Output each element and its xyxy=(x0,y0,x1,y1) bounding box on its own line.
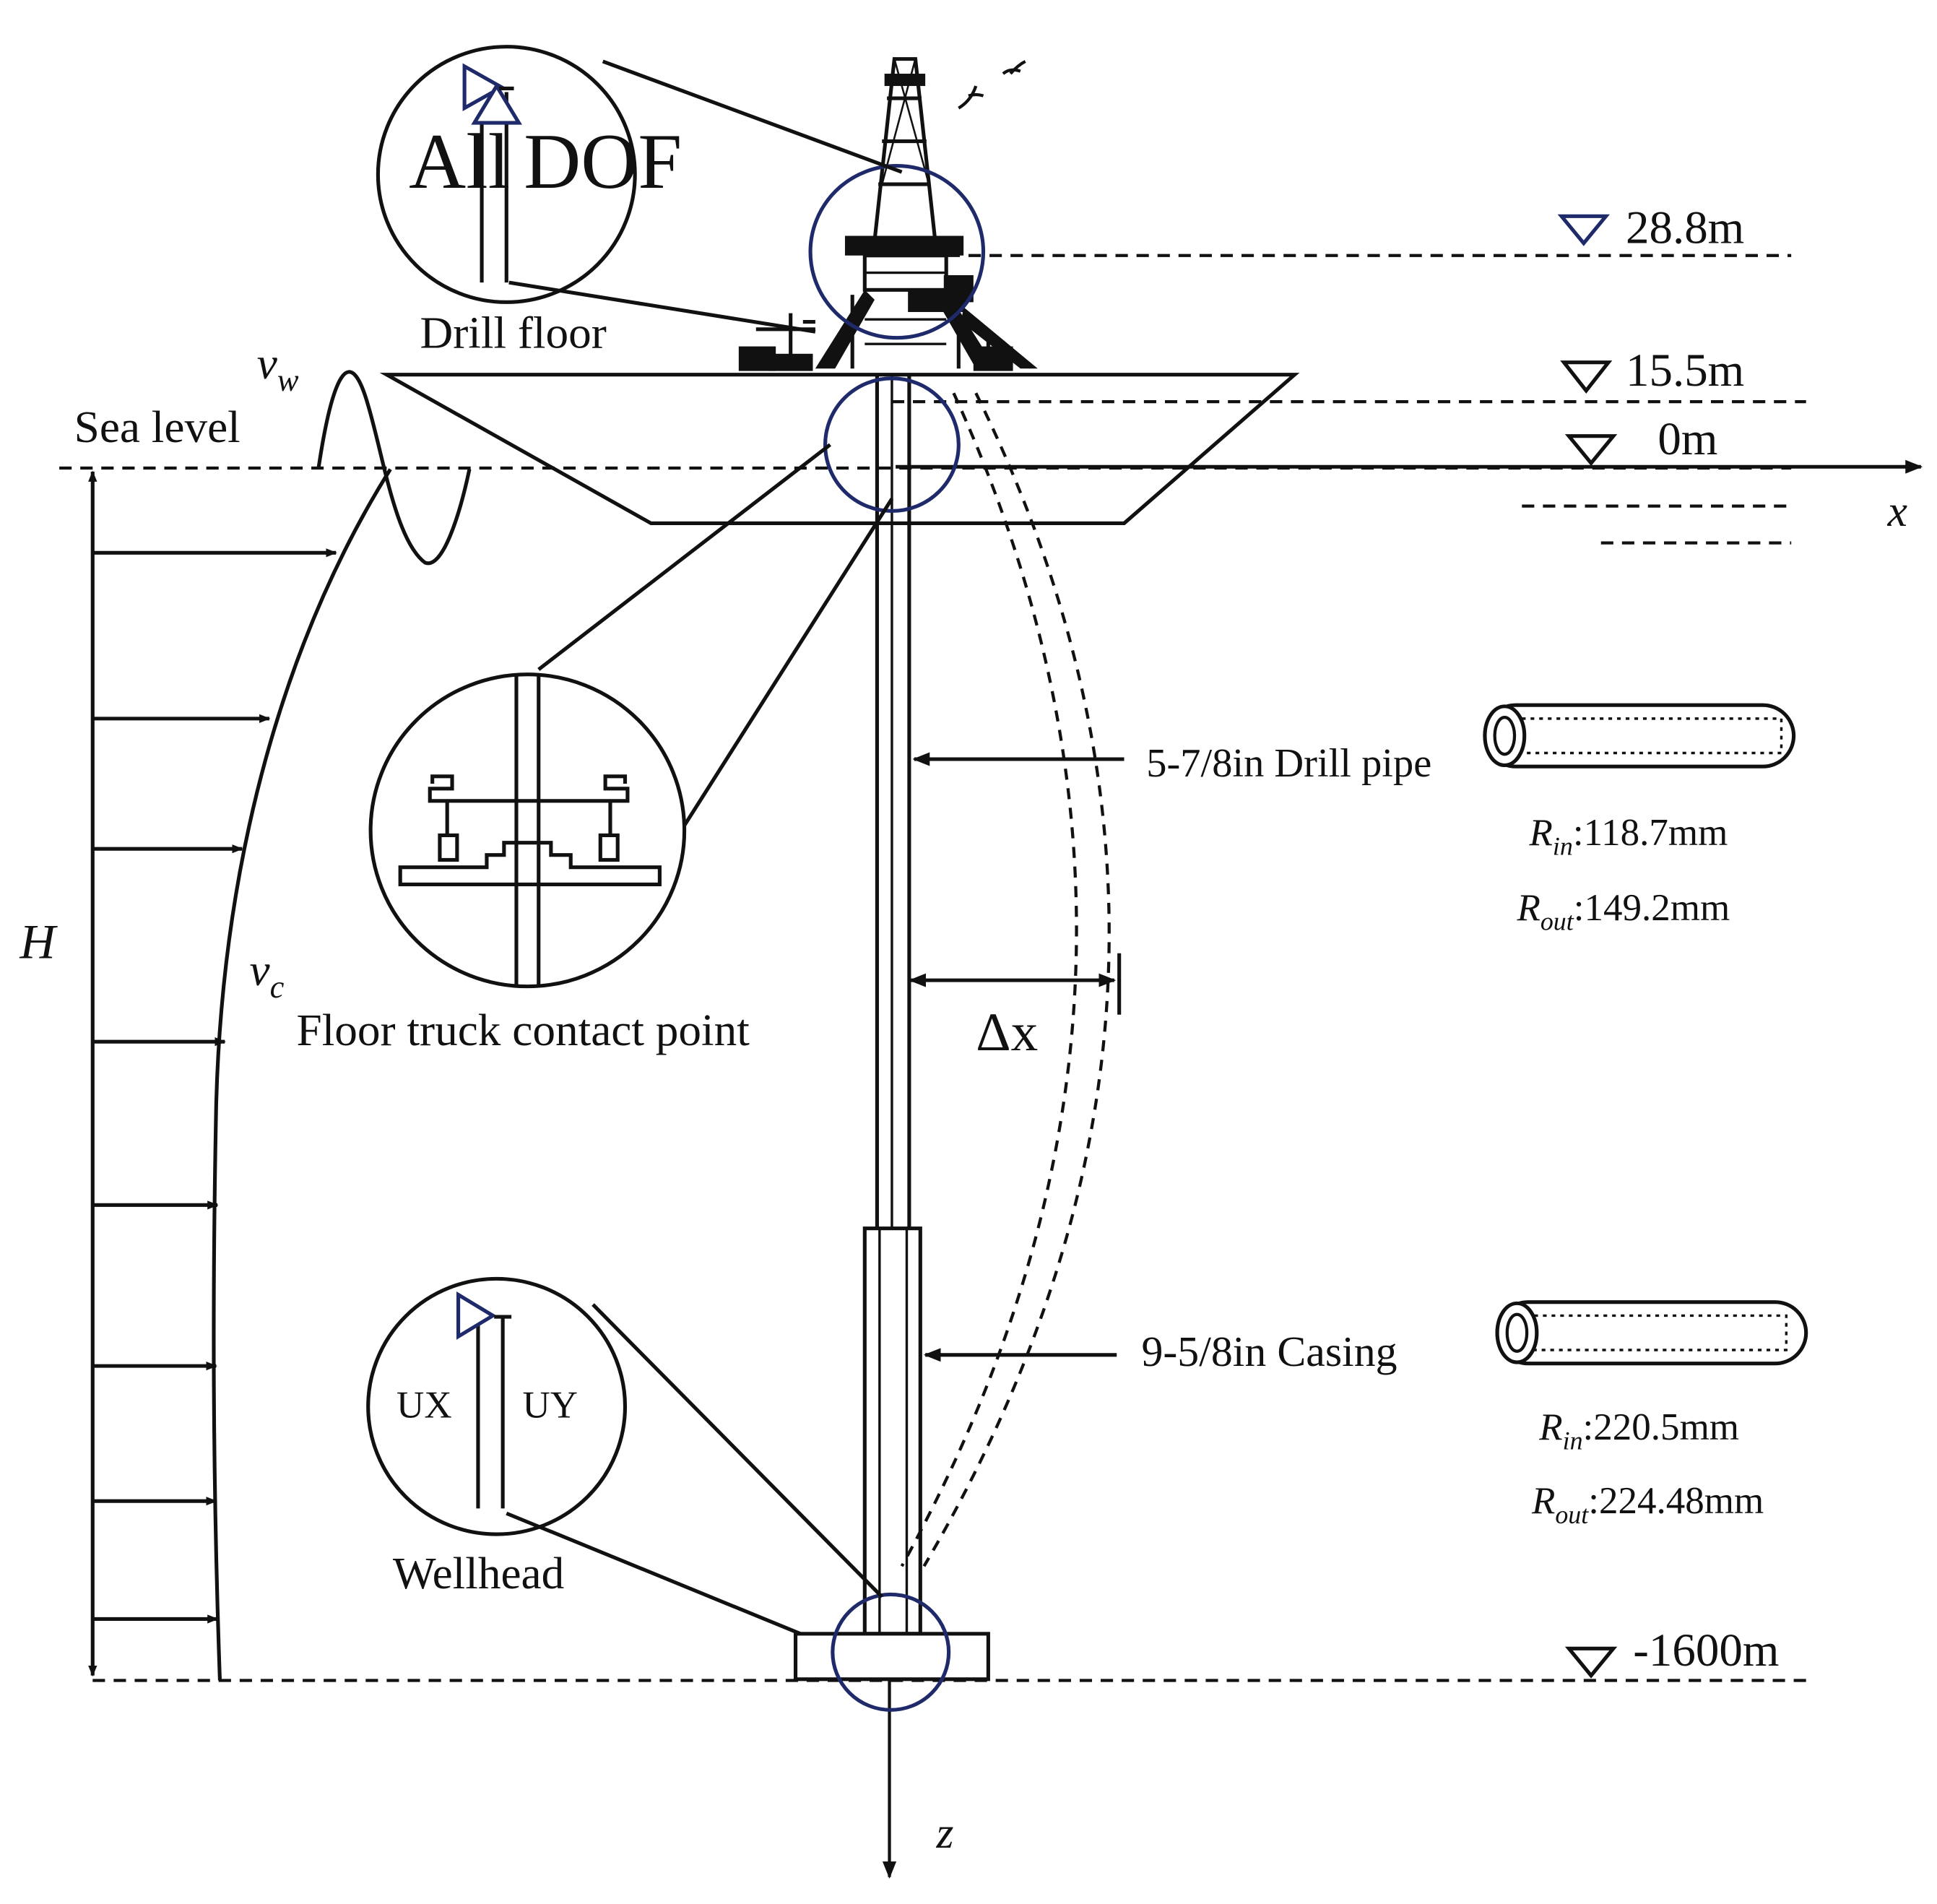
casing xyxy=(862,1226,922,1636)
casing-tube-icon xyxy=(1495,1300,1808,1366)
elevation-marker-sea xyxy=(1564,434,1618,467)
casing-label: 9-5/8in Casing xyxy=(1141,1328,1397,1375)
top-detail-all-label: All xyxy=(409,118,510,205)
casing-rin: Rin:220.5mm xyxy=(1538,1406,1739,1455)
wellhead-label: Wellhead xyxy=(393,1548,564,1598)
derrick-highlight-circle xyxy=(808,164,986,340)
elevation-marker-floor xyxy=(1560,360,1613,394)
drill-pipe-rin: Rin:118.7mm xyxy=(1529,812,1728,860)
casing-rout: Rout:224.48mm xyxy=(1531,1480,1764,1528)
x-axis-label: x xyxy=(1887,487,1907,536)
deflected-shape-inner xyxy=(900,392,1078,1567)
water-depth-label: H xyxy=(19,914,58,969)
drill-pipe-rout: Rout:149.2mm xyxy=(1516,887,1730,935)
top-detail-dof-label: DOF xyxy=(524,118,682,205)
platform-hull xyxy=(379,373,1300,526)
bottom-detail-connector-top xyxy=(592,1303,884,1598)
current-arrows xyxy=(92,548,337,1624)
middle-detail-connector-top xyxy=(537,443,832,671)
wellhead-base xyxy=(793,1632,990,1682)
elevation-label-derrick: 28.8m xyxy=(1626,202,1744,254)
bottom-detail-connector-bottom xyxy=(506,1511,802,1636)
current-profile xyxy=(212,468,392,1681)
drill-pipe-label: 5-7/8in Drill pipe xyxy=(1146,741,1431,786)
derrick-icon xyxy=(738,57,1038,371)
top-detail-connector-top xyxy=(602,59,903,174)
bottom-detail-circle xyxy=(366,1276,628,1536)
pinned-support-icon xyxy=(456,1291,512,1340)
elevation-marker-derrick xyxy=(1557,214,1611,246)
deflected-shape-outer xyxy=(922,392,1111,1567)
wellhead-highlight-circle xyxy=(831,1592,951,1712)
z-axis-label: z xyxy=(936,1809,954,1858)
top-detail-connector-bottom xyxy=(508,280,816,334)
floor-truck-label: Floor truck contact point xyxy=(297,1005,750,1055)
bottom-detail-ux-label: UX xyxy=(396,1385,452,1427)
floor-highlight-circle xyxy=(823,376,961,514)
elevation-label-floor: 15.5m xyxy=(1626,345,1744,397)
birds-icon xyxy=(958,60,1026,110)
floor-truck-icon xyxy=(398,774,662,887)
wave-velocity-label: vw xyxy=(257,338,299,398)
elevation-label-sea: 0m xyxy=(1658,413,1717,465)
middle-detail-connector-bottom xyxy=(682,498,894,827)
current-velocity-label: vc xyxy=(250,945,285,1005)
middle-detail-circle xyxy=(368,672,687,989)
elevation-marker-seabed xyxy=(1564,1646,1618,1679)
drill-floor-label: Drill floor xyxy=(420,307,607,358)
elevation-label-seabed: -1600m xyxy=(1633,1624,1779,1676)
sea-level-label: Sea level xyxy=(74,402,240,452)
drill-pipe-tube-icon xyxy=(1483,703,1796,769)
bottom-detail-uy-label: UY xyxy=(523,1385,578,1427)
fixed-support-icon xyxy=(462,63,522,125)
delta-x-label: Δx xyxy=(976,1003,1038,1063)
